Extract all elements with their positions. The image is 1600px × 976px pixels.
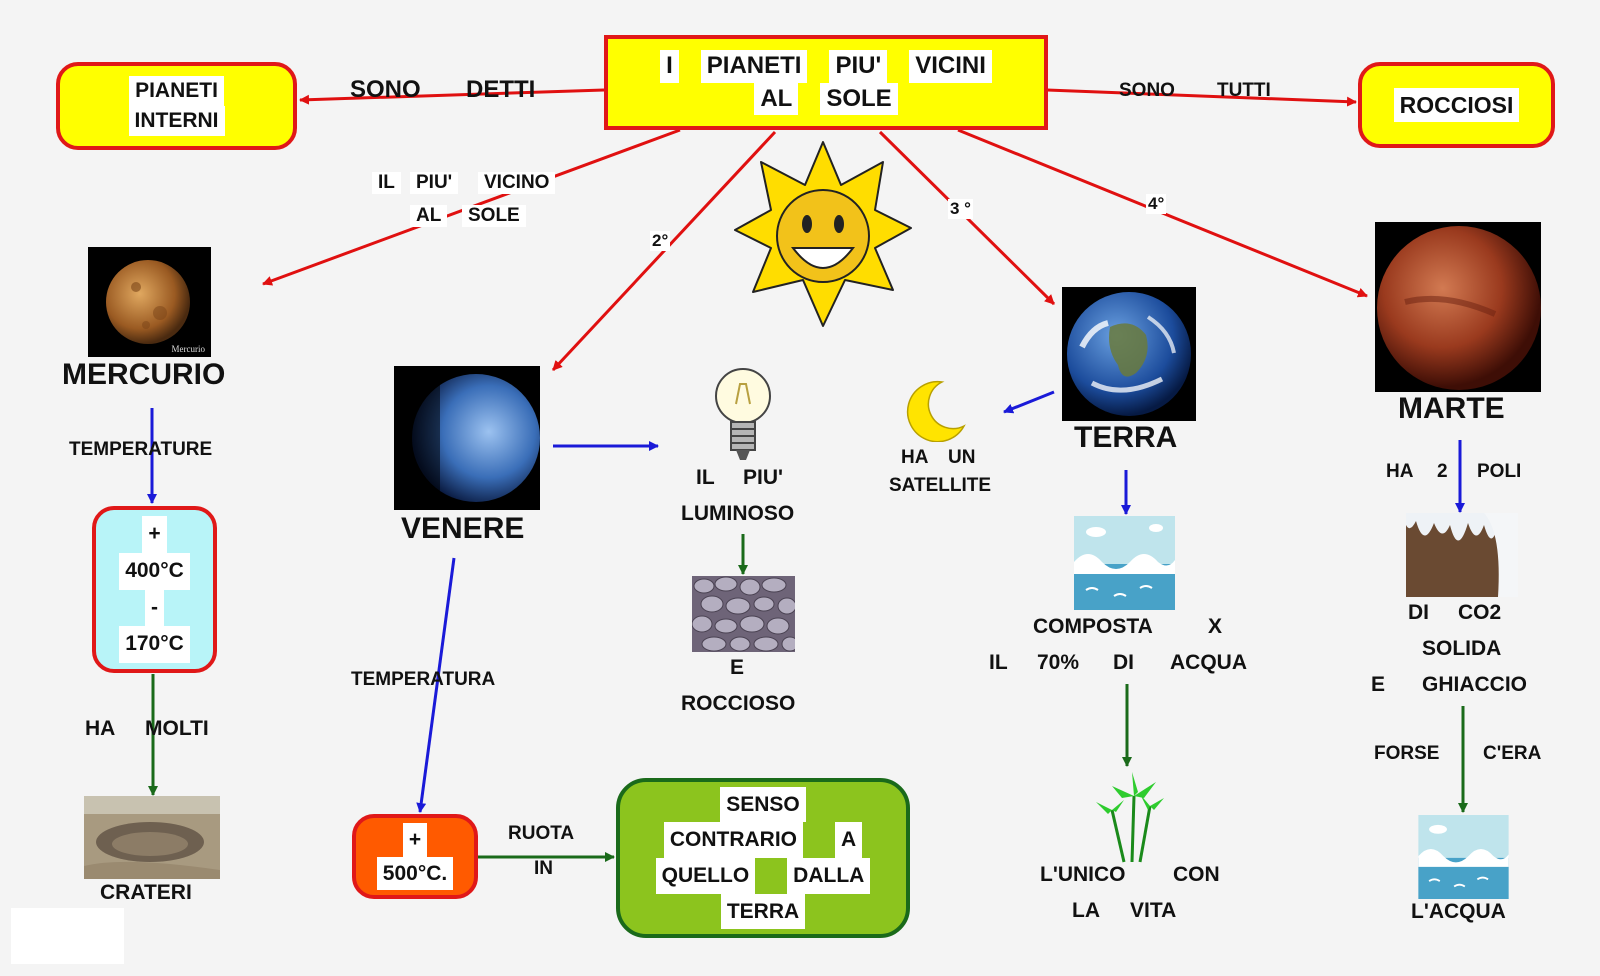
arrow-to-interni — [299, 88, 605, 105]
label-solida: SOLIDA — [1422, 637, 1502, 660]
blank-patch — [11, 908, 124, 964]
arrow-to-rocciosi — [1046, 88, 1357, 107]
link-label-ruota: RUOTA — [508, 823, 575, 844]
water-image — [1074, 516, 1175, 610]
link-label-molti: MOLTI — [145, 717, 209, 740]
label-con: CON — [1173, 863, 1220, 886]
label-satellite: SATELLITE — [889, 475, 992, 496]
label-x: X — [1208, 615, 1223, 638]
label-composta: COMPOSTA — [1033, 615, 1153, 638]
label-di: DI — [1113, 651, 1134, 674]
title-word: SOLE — [820, 82, 898, 115]
link-label-temperature: TEMPERATURE — [69, 439, 213, 460]
temp-value: 400°C — [119, 552, 190, 590]
box-label: PIANETI — [129, 75, 224, 106]
link-label: IL — [372, 172, 401, 194]
temp-sign: - — [145, 589, 164, 627]
arrow-terra-moon — [1003, 390, 1055, 414]
label-forse: FORSE — [1374, 743, 1440, 764]
box-label: ROCCIOSI — [1393, 87, 1520, 123]
planet-name-terra: TERRA — [1074, 421, 1178, 454]
link-label-temperatura: TEMPERATURA — [351, 669, 496, 690]
rocciosi-box: ROCCIOSI — [1358, 62, 1555, 148]
venere-image — [394, 366, 540, 510]
title-word: PIU' — [829, 50, 888, 83]
arrow-to-venere — [551, 130, 777, 372]
label-70: 70% — [1037, 651, 1080, 674]
palm-icon — [1092, 766, 1166, 864]
arrow-venere-temp — [416, 557, 456, 813]
label-il: IL — [696, 466, 715, 489]
mercurio-image: Mercurio — [88, 247, 211, 357]
link-label-tutti: TUTTI — [1217, 80, 1271, 101]
rocks-image — [692, 576, 795, 652]
temp-value: 500°C. — [376, 856, 454, 891]
label-il: IL — [989, 651, 1008, 674]
water-image — [1418, 815, 1509, 899]
link-label-in: IN — [534, 858, 553, 879]
crater-image — [84, 796, 220, 879]
temp-sign: + — [402, 822, 428, 857]
moon-icon — [906, 378, 966, 442]
senso-word: SENSO — [720, 786, 806, 823]
label-luminoso: LUMINOSO — [681, 502, 795, 525]
ice-image — [1406, 513, 1518, 597]
label-unico: L'UNICO — [1040, 863, 1126, 886]
sun-icon — [732, 140, 914, 330]
title-word: AL — [754, 82, 799, 115]
marte-image — [1375, 222, 1541, 392]
label-ghiaccio: GHIACCIO — [1422, 673, 1527, 696]
label-e: E — [1371, 673, 1386, 696]
senso-word: CONTRARIO — [663, 822, 803, 858]
order-label: 2° — [650, 231, 671, 251]
label-ha: HA — [1386, 461, 1414, 482]
label-vita: VITA — [1130, 899, 1177, 922]
title-word: I — [660, 50, 679, 83]
label-di: DI — [1408, 601, 1429, 624]
planet-name-venere: VENERE — [401, 512, 525, 545]
link-label: AL — [410, 205, 448, 227]
link-label-detti: DETTI — [466, 76, 536, 103]
label-crateri: CRATERI — [100, 881, 192, 904]
light-bulb-icon — [712, 366, 774, 464]
label-acqua: L'ACQUA — [1411, 900, 1506, 923]
pianeti-interni-box: PIANETI INTERNI — [56, 62, 297, 150]
title-box: I PIANETI PIU' VICINI AL SOLE — [604, 35, 1048, 130]
link-label: VICINO — [478, 172, 556, 194]
label-un: UN — [948, 447, 976, 468]
senso-word: A — [835, 822, 863, 858]
venere-temp-box: + 500°C. — [352, 814, 478, 899]
order-label: 3 ° — [948, 199, 973, 219]
label-roccioso: ROCCIOSO — [681, 692, 796, 715]
title-word: PIANETI — [700, 50, 808, 83]
label-la: LA — [1072, 899, 1100, 922]
senso-word: DALLA — [787, 858, 871, 894]
senso-contrario-box: SENSO CONTRARIO A QUELLO DALLA TERRA — [616, 778, 910, 938]
title-word: VICINI — [909, 50, 992, 83]
link-label-sono: SONO — [1119, 80, 1175, 101]
link-label-ha: HA — [85, 717, 116, 740]
label-ha: HA — [901, 447, 929, 468]
link-label: SOLE — [462, 205, 526, 227]
planet-name-mercurio: MERCURIO — [62, 358, 226, 391]
label-poli: POLI — [1477, 461, 1522, 482]
senso-word: QUELLO — [655, 858, 756, 894]
label-acqua: ACQUA — [1170, 651, 1247, 674]
temp-sign: + — [142, 516, 167, 553]
image-caption: Mercurio — [171, 344, 206, 354]
label-2: 2 — [1437, 461, 1448, 482]
label-cera: C'ERA — [1483, 743, 1542, 764]
order-label: 4° — [1146, 194, 1167, 214]
box-label: INTERNI — [128, 106, 225, 137]
label-piu: PIU' — [743, 466, 784, 489]
senso-word: TERRA — [720, 893, 806, 930]
link-label-sono: SONO — [350, 76, 421, 103]
label-co2: CO2 — [1458, 601, 1502, 624]
mercurio-temp-box: + 400°C - 170°C — [92, 506, 217, 673]
link-label: PIU' — [410, 172, 459, 194]
label-e: E — [730, 656, 745, 679]
temp-value: 170°C — [119, 626, 190, 663]
planet-name-marte: MARTE — [1398, 392, 1505, 425]
terra-image — [1062, 287, 1196, 421]
